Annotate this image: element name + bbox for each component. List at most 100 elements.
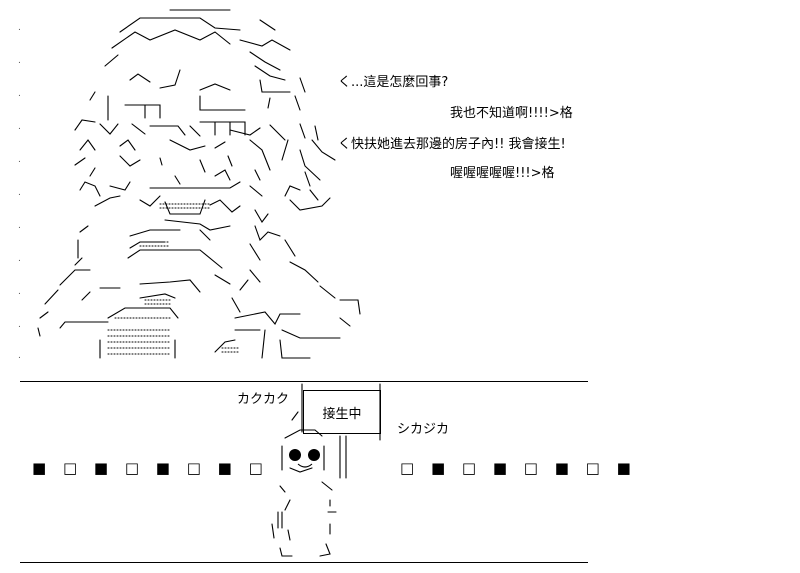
body-outline [59,269,91,286]
sfx-right: シカジカ [397,422,450,437]
face-outline [119,155,141,167]
figure-outline [279,547,293,557]
body-outline [44,289,59,305]
left-eye [289,449,301,461]
face-outline [311,139,336,161]
body-outline [199,229,211,241]
hair-outline [249,51,281,71]
mouth [297,463,313,468]
face-outline [294,95,301,111]
sign: 接生中 [303,390,381,434]
neck-outline [139,195,161,207]
body-outline [231,297,241,313]
body-outline [127,249,223,269]
face-outline [119,139,136,151]
right-square-row: □ ■ □ ■ □ ■ □ ■ [400,459,637,477]
figure-outline [321,481,333,491]
hair-outline [259,19,276,31]
face-outline [304,171,311,187]
neck-outline [209,199,241,213]
body-outline [79,225,89,233]
speech-line-4: 喔喔喔喔喔!!!>格 [450,166,555,181]
face-outline [229,127,261,136]
shading [107,203,239,355]
body-outline [39,311,49,319]
figure-outline [279,485,286,493]
body-outline [239,279,249,291]
left-square-row: ■ □ ■ □ ■ □ ■ □ [32,459,269,477]
neck-outline [149,181,241,189]
margin-dot: . [18,56,21,66]
speech-line-1: く...這是怎麼回事? [338,75,449,90]
figure-outline [319,543,331,557]
face-outline [159,157,163,166]
body-outline [59,321,109,329]
face-outline [267,97,271,109]
body-outline [289,261,319,283]
sign-text: 接生中 [322,406,362,422]
face-outline [199,83,231,91]
face-outline [199,95,246,111]
body-outline [164,219,231,231]
body-outline [319,285,336,299]
neck-outline [284,185,301,197]
face-outline [299,149,321,181]
face-outline [174,175,181,185]
figure-outline [291,411,299,421]
body-outline [249,243,261,261]
divider-top [20,381,588,382]
body-outline [81,291,91,301]
body-outline [214,274,231,285]
neck-outline [164,199,206,215]
body-outline [214,339,236,353]
face-outline [89,167,96,177]
face-outline [169,139,206,151]
face-outline [149,125,186,136]
face-outline [129,73,151,83]
body-outline [254,209,269,223]
hair-outline [104,54,119,67]
body-outline [249,269,261,283]
margin-dot: . [18,320,21,330]
hair-outline [239,39,291,51]
body-outline [107,307,179,319]
neck-outline [109,181,131,191]
face-outline [199,121,246,136]
body-outline [139,279,201,293]
figure-outline [271,523,275,539]
body-outline [279,339,311,359]
face-outline [314,125,319,141]
face-outline [189,125,201,137]
hair-outline [111,29,231,49]
figure-outline [287,529,291,541]
body-outline [281,329,341,339]
figure-outline [284,499,291,511]
face-outline [299,123,306,139]
margin-dot: . [18,23,21,33]
sfx-left: カクカク [237,392,290,407]
face-outline [214,169,231,181]
margin-dot: . [18,89,21,99]
face-outline [254,169,261,181]
margin-dot: . [18,155,21,165]
body-outline [254,225,281,242]
margin-dot: . [18,122,21,132]
body-outline [234,311,301,325]
neck-outline [94,195,121,207]
neck-outline [289,197,331,211]
face-outline [79,139,96,151]
hair-outline [254,65,286,81]
margin-dot: . [18,254,21,264]
body-outline [284,239,296,257]
hair-outline [119,17,241,33]
face-outline [249,139,271,171]
face-outline [131,123,146,135]
face-outline [214,141,226,149]
margin-dot: . [18,351,21,361]
neck-outline [249,185,263,197]
speech-line-2: 我也不知道啊!!!!>格 [450,106,573,121]
body-outline [339,299,361,315]
speech-line-3: く快扶她進去那邊的房子內!! 我會接生! [338,137,566,152]
body-outline [129,229,181,237]
